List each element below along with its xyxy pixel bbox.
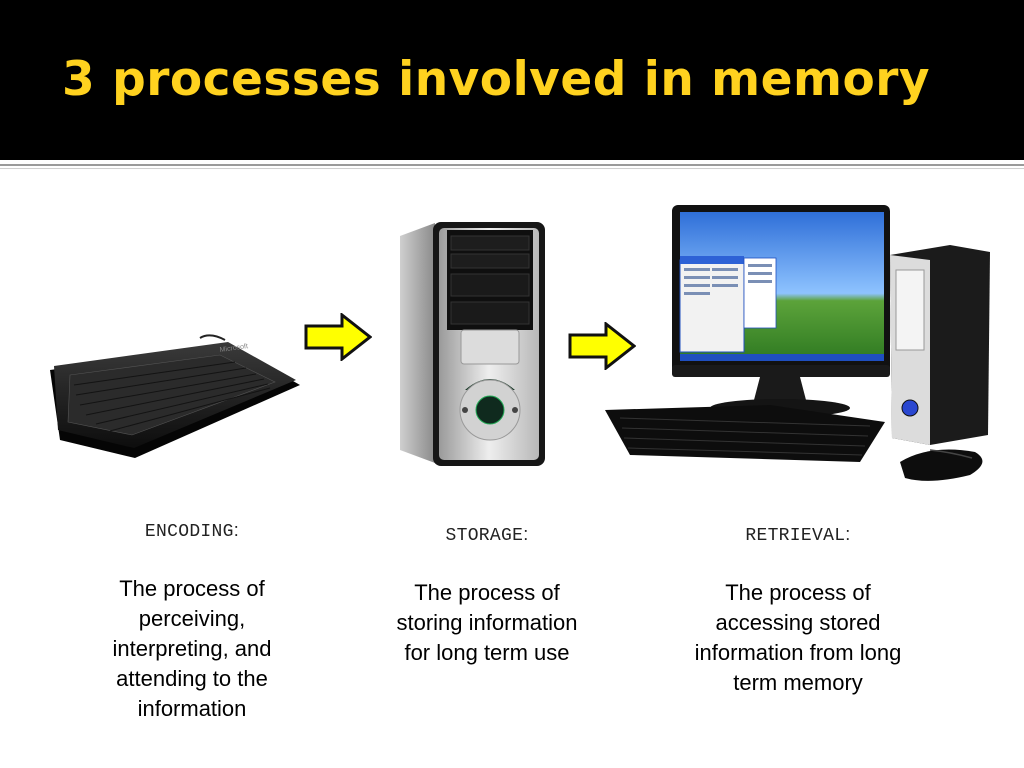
computer-tower-icon	[400, 222, 545, 466]
process-term-heading: ENCODING:	[92, 520, 292, 542]
process-description: The process of accessing stored informat…	[694, 580, 902, 695]
process-encoding: ENCODING: The process of perceiving, int…	[92, 520, 292, 724]
process-term: STORAGE	[445, 526, 524, 546]
process-storage: STORAGE: The process of storing informat…	[394, 524, 580, 668]
desktop-computer-icon	[605, 205, 990, 481]
title-divider-light	[0, 168, 1024, 169]
title-bar: 3 processes involved in memory	[0, 0, 1024, 160]
process-term-heading: RETRIEVAL:	[688, 524, 908, 546]
keyboard-icon: Microsoft	[50, 334, 300, 458]
slide-title: 3 processes involved in memory	[62, 52, 931, 107]
process-description: The process of perceiving, interpreting,…	[112, 576, 272, 721]
term-colon: :	[523, 524, 529, 544]
title-divider	[0, 164, 1024, 166]
process-term-heading: STORAGE:	[394, 524, 580, 546]
keyboard-brand-label: Microsoft	[219, 343, 248, 354]
process-retrieval: RETRIEVAL: The process of accessing stor…	[688, 524, 908, 698]
process-description: The process of storing information for l…	[396, 580, 578, 665]
arrow-right-icon	[304, 313, 372, 361]
process-term: RETRIEVAL	[745, 526, 846, 546]
process-term: ENCODING	[144, 522, 234, 542]
term-colon: :	[845, 524, 851, 544]
arrow-right-icon	[568, 322, 636, 370]
term-colon: :	[233, 520, 240, 540]
